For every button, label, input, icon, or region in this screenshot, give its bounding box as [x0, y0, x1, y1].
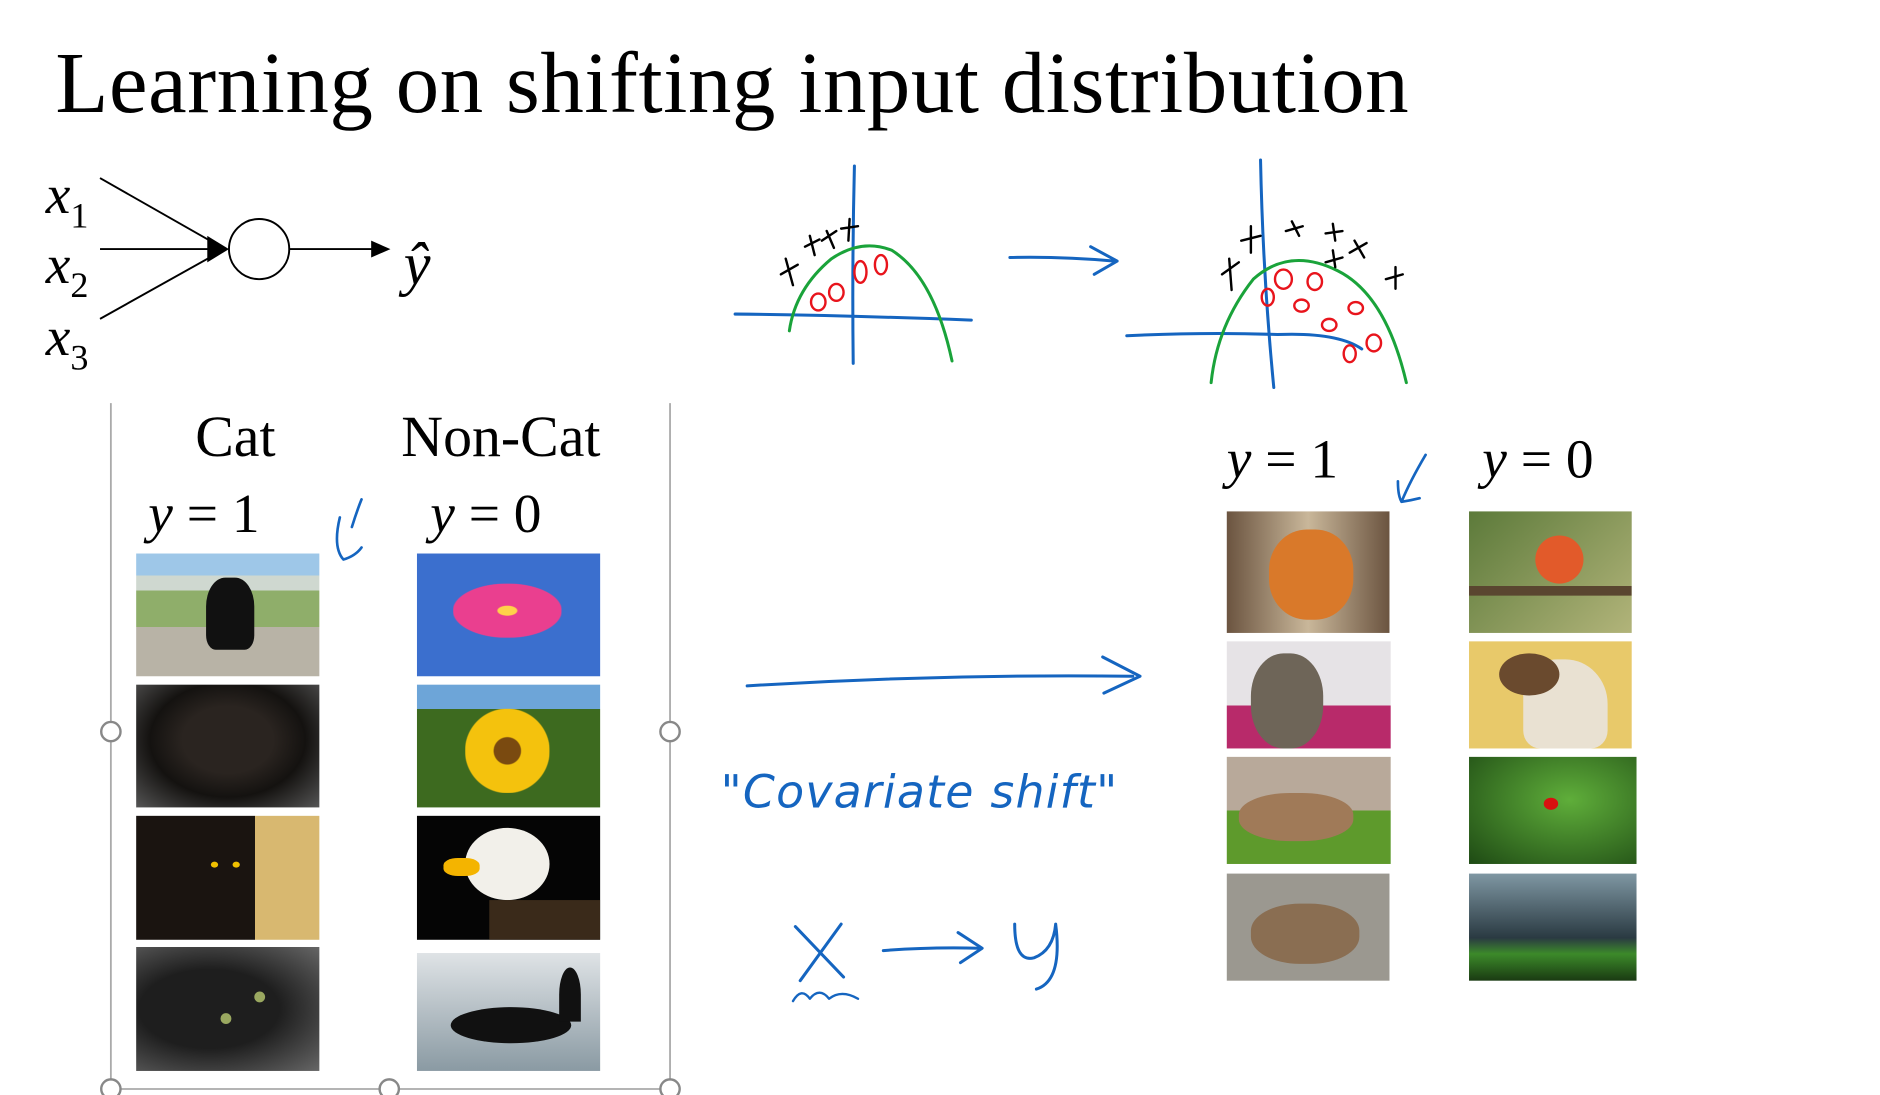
image-yawning-cat — [1226, 641, 1391, 749]
image-long-haired-cat — [136, 815, 320, 940]
plot-before-shift — [733, 164, 973, 365]
image-ladybug — [1469, 756, 1637, 864]
slide-title: Learning on shifting input distribution — [55, 34, 1410, 132]
image-horse — [1469, 641, 1632, 749]
image-orca — [416, 953, 601, 1071]
label-y-equals-1-left: y = 1 — [148, 482, 260, 544]
arrow-large — [745, 655, 1142, 695]
label-y-equals-0-left: y = 0 — [430, 482, 542, 544]
label-y-equals-1-right: y = 1 — [1226, 428, 1339, 490]
image-tree-storm — [1469, 873, 1637, 981]
image-cat-on-grass — [1226, 756, 1391, 864]
image-sunflowers — [416, 684, 601, 808]
image-cat-on-wall — [136, 553, 320, 677]
input-x3: x3 — [45, 305, 89, 378]
header-cat: Cat — [195, 405, 276, 470]
image-orange-tabby — [1226, 511, 1390, 633]
input-x1: x1 — [45, 163, 89, 236]
header-non-cat: Non-Cat — [401, 405, 601, 470]
image-black-cat-face — [136, 946, 320, 1071]
label-y-equals-0-right: y = 0 — [1482, 428, 1594, 490]
image-pink-flower — [416, 553, 601, 677]
image-bald-eagle — [416, 815, 601, 940]
output-y-hat: ŷ — [403, 229, 431, 298]
image-black-cat-lying — [136, 684, 320, 808]
x-to-y-annotation: Xy — [1085, 1083, 1087, 1084]
arrow-small — [1008, 245, 1119, 276]
covariate-shift-annotation: "Covariate shift" — [720, 765, 1119, 819]
arrow-x-to-y — [791, 922, 1059, 1003]
neuron-node — [228, 218, 291, 281]
image-bullfinch — [1469, 511, 1632, 633]
checkmarks — [335, 453, 1427, 561]
plot-after-shift — [1125, 158, 1408, 389]
image-tabby-on-gravel — [1226, 873, 1390, 981]
input-x2: x2 — [45, 233, 89, 306]
